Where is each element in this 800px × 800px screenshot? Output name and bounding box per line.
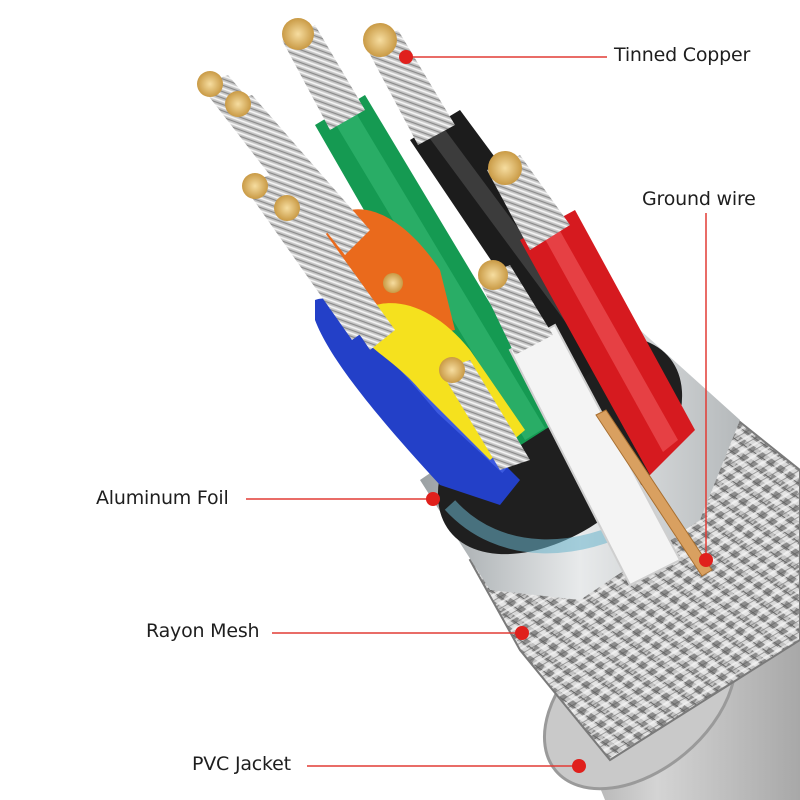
callout-dot-ground-wire (699, 553, 713, 567)
wire-white (478, 260, 682, 587)
label-ground-wire: Ground wire (642, 188, 756, 210)
conductors (197, 18, 713, 587)
bare-strands (197, 71, 530, 470)
callout-lines (246, 50, 713, 773)
label-rayon-mesh: Rayon Mesh (146, 620, 260, 642)
callout-dot-aluminum-foil (426, 492, 440, 506)
label-pvc-jacket: PVC Jacket (192, 753, 291, 775)
callout-dot-rayon-mesh (515, 626, 529, 640)
callout-dot-pvc-jacket (572, 759, 586, 773)
callout-dot-tinned-copper (399, 50, 413, 64)
ground-wire (595, 409, 713, 577)
label-tinned-copper: Tinned Copper (614, 44, 751, 66)
wire-red (487, 151, 695, 475)
label-aluminum-foil: Aluminum Foil (96, 487, 229, 509)
